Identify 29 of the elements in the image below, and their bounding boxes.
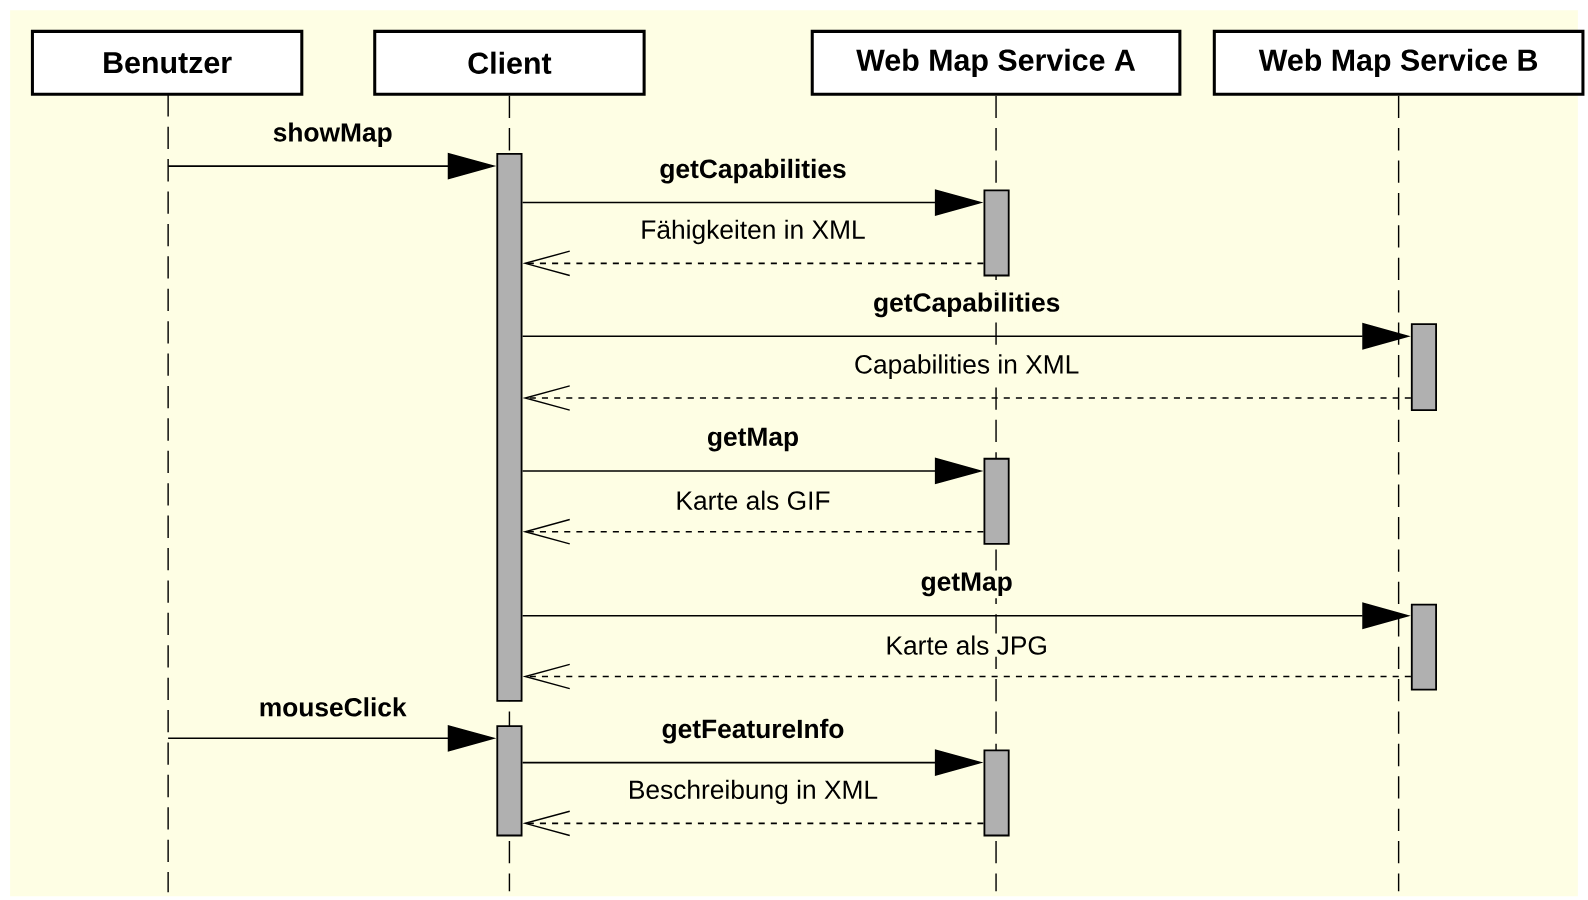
edge-label: Karte als JPG (883, 633, 1050, 657)
participant-box: Benutzer (30, 29, 304, 96)
edge-label: getMap (704, 425, 802, 454)
edge-label: Karte als GIF (673, 488, 833, 512)
edge-label: getCapabilities (657, 156, 849, 186)
participant-box: Web Map Service B (1212, 29, 1585, 96)
activation-bar (1410, 323, 1437, 411)
activation-bar (496, 152, 523, 702)
activation-bar (983, 189, 1010, 277)
activation-bar (496, 725, 523, 837)
message-arrow (522, 518, 985, 545)
activation-bar (983, 457, 1010, 545)
message-arrow (522, 385, 1412, 411)
edge-label: getFeatureInfo (659, 716, 847, 746)
activation-bar (983, 749, 1010, 837)
edge-label: Fähigkeiten in XML (638, 217, 868, 247)
participant-box: Client (373, 29, 646, 96)
edge-label: showMap (270, 120, 395, 149)
edge-label: getCapabilities (871, 290, 1063, 320)
edge-label: Capabilities in XML (851, 352, 1082, 381)
message-arrow (522, 810, 985, 837)
lifeline (167, 93, 169, 893)
edge-label: mouseClick (256, 695, 409, 719)
edge-label: Beschreibung in XML (625, 777, 881, 807)
message-arrow (522, 250, 985, 277)
participant-box: Web Map Service A (810, 29, 1182, 96)
message-arrow (522, 663, 1412, 690)
edge-label: getMap (918, 570, 1015, 599)
activation-bar (1410, 603, 1437, 691)
